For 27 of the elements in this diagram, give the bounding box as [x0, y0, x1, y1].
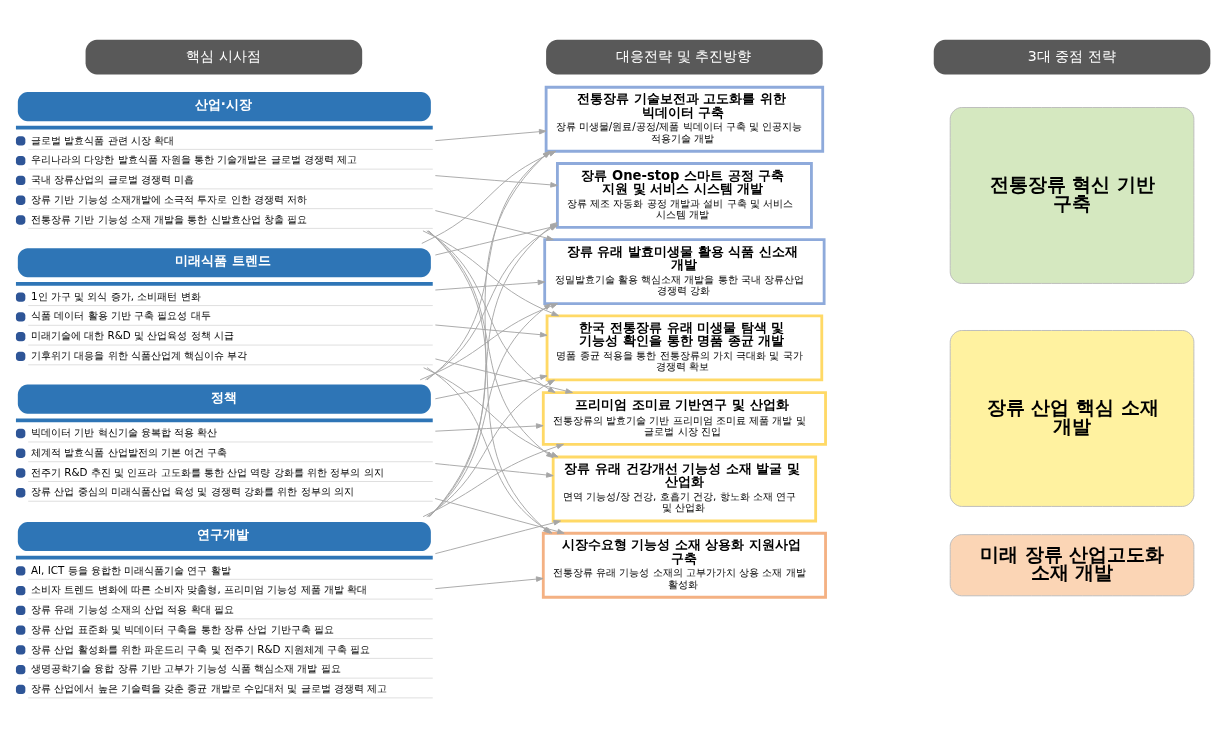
node-box: 시장수요형 기능성 소재 상용화 지원사업 구축 전통장류 유래 기능성 소재의 고부가가치 상용 소재 개발 활성화: [541, 531, 827, 599]
node-box: 장류 유래 건강개선 기능성 소재 발굴 및 산업화 면역 기능성/장 건강, 호흡기 건강, 항노화 소재 연구 및 산업화: [551, 455, 818, 522]
node-box: 미래 장류 산업고도화 소재 개발: [949, 533, 1195, 596]
arrow: [434, 279, 546, 290]
arrow: [434, 422, 544, 432]
node-box: 프리미엄 조미료 기반연구 및 산업화 전통장류의 발효기술 기반 프리미엄 조미료 제품 개발 및 글로벌 시장 진입: [541, 390, 827, 446]
node-box: 장류 유래 발효미생물 활용 식품 신소재 개발 정밀발효기술 활용 핵심소재 개발을 통한 국내 장류산업 경쟁력 강화: [543, 237, 826, 305]
arrow: [434, 128, 547, 141]
node-box: 3대 중점 전략: [933, 39, 1211, 75]
node-box: 대응전략 및 추진방향: [546, 39, 823, 75]
node-box: 장류 One-stop 스마트 공정 구축 지원 및 서비스 시스템 개발 장류 제조 자동화 공정 개발과 설비 구축 및 서비스 시스템 개발: [556, 161, 813, 229]
arrow: [434, 519, 561, 554]
node-box: 핵심 시사점: [85, 39, 363, 75]
node-box: 전통장류 혁신 기반 구축: [949, 106, 1195, 284]
arrow: [422, 229, 559, 316]
arrow: [434, 324, 548, 337]
arrow: [434, 462, 554, 478]
arrow: [419, 302, 559, 380]
arrow: [422, 443, 564, 517]
arrow: [434, 357, 573, 394]
node-box: 한국 전통장류 유래 미생물 탐색 및 기능성 확인을 통한 명품 종균 개발 명품 종균 적용을 통한 전통장류의 가치 극대화 및 국가 경쟁력 확보: [545, 314, 824, 381]
arrow: [434, 374, 548, 399]
arrow: [434, 174, 558, 188]
node-box: 장류 산업 핵심 소재 개발: [949, 329, 1195, 507]
arrow: [434, 575, 544, 589]
node-box: 전통장류 기술보전과 고도화를 위한 빅데이터 구축 장류 미생물/원료/공정/제품 빅데이터 구축 및 인공지능 적용기술 개발: [544, 85, 825, 153]
arrow: [434, 209, 554, 241]
